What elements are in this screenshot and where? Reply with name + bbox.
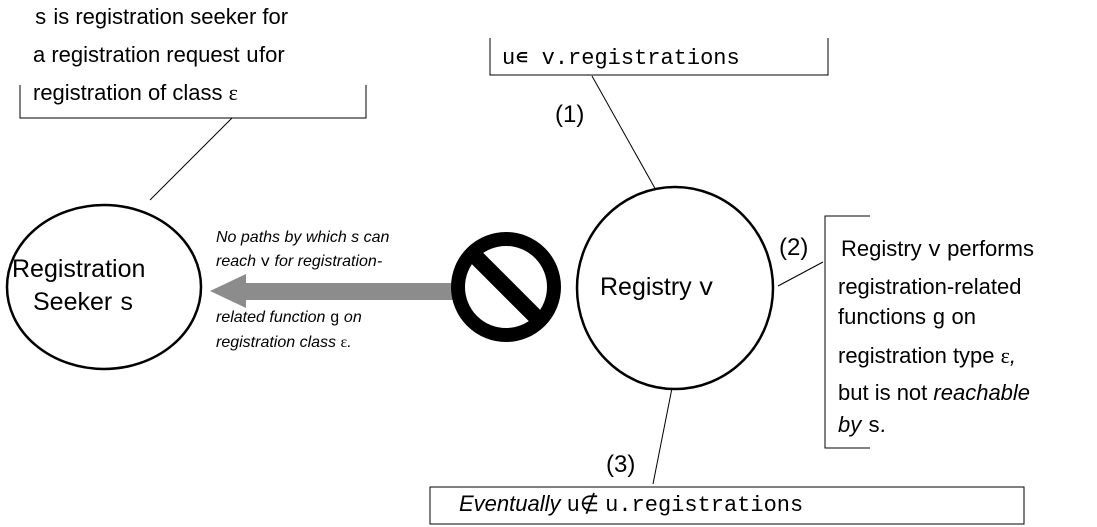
registry-node — [575, 185, 775, 391]
registry-label: Registry v — [600, 273, 714, 303]
mid-note-line-2: reach v for registration- — [216, 253, 383, 271]
right-note-line-3: functions g on — [838, 304, 976, 331]
mid-note-line-3: related function g on — [216, 309, 362, 327]
top-mid-note: u∊ v.registrations — [502, 46, 740, 71]
connector-line-3 — [652, 387, 673, 485]
mid-note-line-4: registration class ε. — [216, 334, 352, 351]
right-note-line-6: by s. — [838, 412, 887, 439]
right-note-line-1: Registry v performs — [841, 236, 1034, 263]
right-note-line-4: registration type ε, — [838, 343, 1017, 368]
right-note-bracket — [824, 215, 870, 449]
label-1: (1) — [555, 101, 585, 128]
right-note-line-5: but is not reachable — [838, 380, 1031, 405]
seeker-line-1: Registration — [12, 255, 146, 283]
arrow-head — [210, 274, 246, 308]
bottom-note-box — [429, 486, 1025, 525]
registration-seeker-node — [5, 203, 203, 371]
no-entry-icon — [451, 232, 561, 342]
mid-note-line-1: No paths by which s can — [216, 229, 390, 246]
seeker-connector-line — [149, 117, 233, 201]
top-mid-note-bracket — [489, 38, 829, 76]
top-left-note-line-2: a registration request ufor — [33, 42, 285, 69]
bottom-note: Eventually u∉ u.registrations — [459, 491, 804, 518]
arrow-shaft — [242, 283, 454, 300]
connector-line-1 — [591, 75, 667, 209]
top-left-note-bracket — [19, 85, 367, 119]
right-note-line-2: registration-related — [838, 274, 1022, 299]
label-2: (2) — [779, 234, 809, 261]
top-left-note-line-3: registration of class ε — [33, 80, 238, 105]
connector-line-2 — [777, 261, 824, 287]
label-3: (3) — [606, 451, 636, 478]
seeker-line-2: Seeker s — [33, 288, 135, 318]
top-left-note-line-1: s is registration seeker for — [34, 4, 289, 31]
